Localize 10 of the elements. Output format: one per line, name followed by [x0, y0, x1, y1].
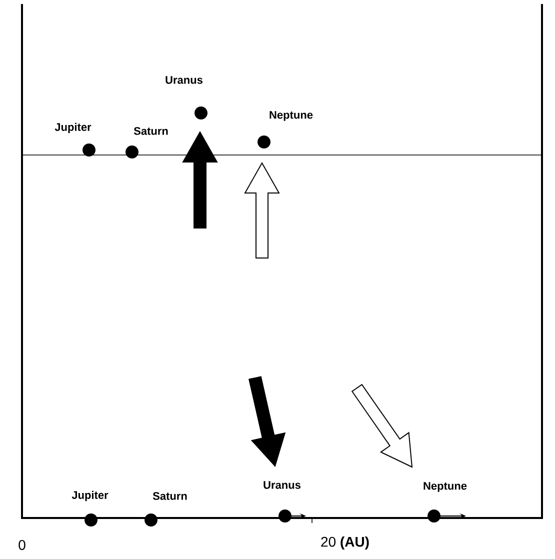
planet-label: Neptune [270, 111, 313, 121]
planet-label: Saturn [152, 492, 187, 500]
planet-label: Saturn [134, 127, 168, 135]
planet-label: Jupiter [72, 490, 108, 502]
planet-label: Neptune [424, 482, 467, 492]
planet-label: Uranus [264, 481, 300, 489]
axis-label: 0 [18, 540, 26, 550]
axis-label: 20 (AU) [321, 536, 369, 550]
planet-label: Jupiter [54, 122, 92, 134]
planet-label: Uranus [166, 76, 202, 84]
